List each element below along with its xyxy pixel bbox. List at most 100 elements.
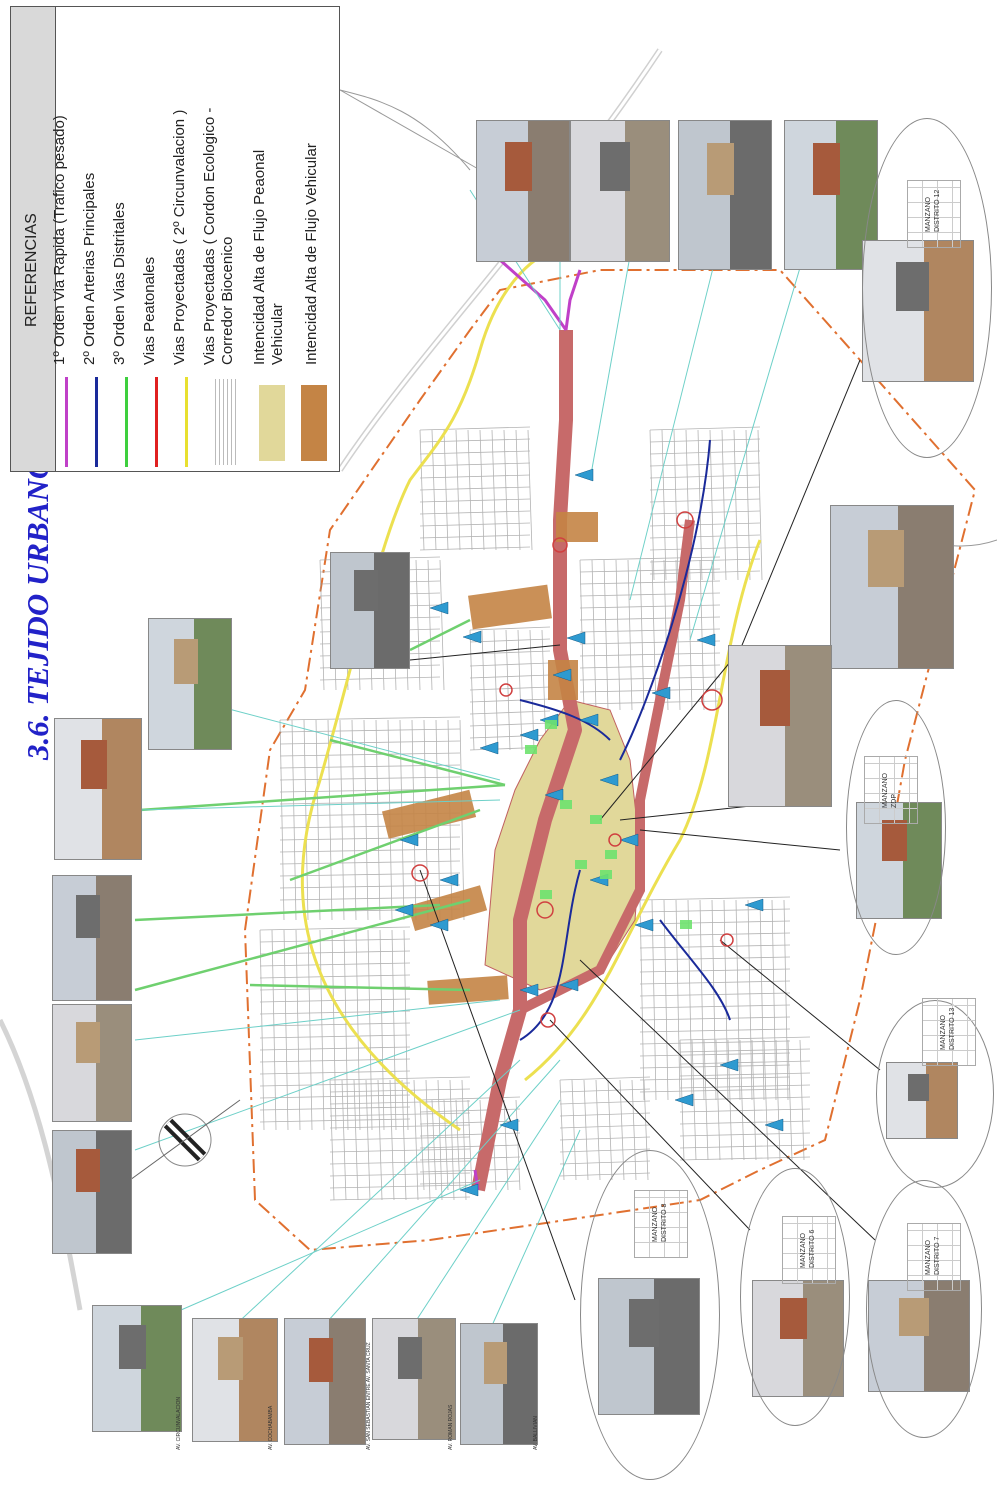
street-line: [775, 1039, 781, 1161]
street-line: [649, 570, 761, 575]
street-line: [419, 1168, 521, 1173]
street-line: [559, 1079, 565, 1181]
leader-line: [409, 1099, 561, 1331]
street-line: [639, 1076, 791, 1081]
street-line: [419, 474, 531, 479]
street-line: [579, 616, 721, 621]
street-line: [329, 1184, 471, 1189]
street-photo: [460, 1323, 538, 1445]
street-line: [401, 1079, 407, 1201]
photo-ground: [898, 506, 953, 668]
legend-symbol: [185, 377, 188, 467]
legend-label: 3º Orden Vias Distritales: [111, 202, 128, 365]
legend-symbol: [125, 377, 128, 467]
street-line: [579, 628, 721, 633]
street-line: [639, 559, 645, 711]
street-line: [771, 899, 777, 1101]
street-line: [679, 1144, 811, 1149]
street-line: [427, 559, 433, 691]
manzano-plan: [634, 1190, 688, 1258]
street-line: [329, 1088, 471, 1093]
manzano-ellipse: [846, 700, 946, 955]
street-line: [679, 1096, 811, 1101]
street-line: [443, 429, 449, 551]
street-line: [787, 1039, 793, 1161]
street-line: [687, 899, 693, 1101]
street-line: [389, 1079, 395, 1201]
street-line: [639, 1016, 791, 1021]
landmark-circle: [411, 864, 429, 882]
street-line: [469, 686, 551, 691]
street-line: [431, 1099, 437, 1191]
manzano-label: DISTRITO 7: [934, 1236, 941, 1275]
marker-icon: [552, 668, 572, 682]
street-line: [419, 462, 531, 467]
street-line: [419, 1099, 425, 1191]
artery-road: [659, 919, 731, 1021]
manzano-plan: [782, 1216, 836, 1284]
street-line: [639, 1004, 791, 1009]
leader-line: [619, 804, 761, 821]
street-line: [259, 1118, 411, 1123]
landmark-circle: [608, 833, 622, 847]
marker-icon: [399, 833, 419, 847]
street-line: [353, 1079, 359, 1201]
street-line: [673, 429, 679, 581]
photo-building: [80, 740, 107, 789]
street-photo: [728, 645, 832, 807]
photo-building: [218, 1337, 244, 1380]
street-line: [455, 1099, 461, 1191]
street-line: [639, 896, 791, 901]
leader-line: [134, 1179, 481, 1331]
street-line: [419, 1132, 521, 1137]
street-line: [259, 938, 411, 943]
manzano-label: ZDP: [891, 794, 898, 808]
street-line: [559, 1088, 651, 1093]
leader-line: [739, 359, 861, 651]
artery-road: [619, 439, 711, 761]
street-line: [425, 1079, 431, 1201]
marker-icon: [719, 1058, 739, 1072]
marker-icon: [499, 1118, 519, 1132]
marker-icon: [634, 918, 654, 932]
photo-building: [812, 143, 841, 195]
leader-line: [719, 939, 881, 1071]
photo-building: [397, 1337, 423, 1379]
photo-ground: [95, 1005, 131, 1121]
legend-symbol: [155, 377, 158, 467]
street-line: [303, 719, 309, 921]
street-line: [615, 559, 621, 711]
photo-ground: [527, 121, 569, 261]
street-line: [639, 992, 791, 997]
legend-label: Corredor Biocenico: [219, 236, 236, 365]
marker-icon: [519, 983, 539, 997]
street-line: [259, 1010, 411, 1015]
street-line: [529, 629, 535, 751]
street-line: [259, 929, 265, 1131]
street-line: [379, 929, 385, 1131]
street-line: [721, 429, 727, 581]
highway-line: [0, 1018, 83, 1311]
marker-icon: [599, 773, 619, 787]
street-line: [745, 429, 751, 581]
street-line: [329, 1148, 471, 1153]
street-line: [751, 1039, 757, 1161]
street-line: [493, 629, 499, 751]
legend-label: Intencidad Alta de Flujo Vehicular: [303, 143, 320, 365]
street-line: [639, 932, 791, 937]
vehicular-zone: [468, 584, 552, 630]
photo-building: [76, 1149, 100, 1192]
manzano-ellipse: [862, 118, 992, 458]
photo-ground: [95, 876, 131, 1000]
street-line: [579, 664, 721, 669]
street-line: [679, 1084, 811, 1089]
photo-building: [173, 638, 199, 684]
leader-line: [599, 649, 741, 821]
street-line: [649, 438, 761, 443]
photo-ground: [95, 1131, 131, 1253]
street-line: [259, 1022, 411, 1027]
district-marker: [680, 920, 692, 929]
vehicular-zone: [548, 660, 578, 700]
street-line: [517, 629, 523, 751]
manzano-plan: [907, 180, 961, 248]
